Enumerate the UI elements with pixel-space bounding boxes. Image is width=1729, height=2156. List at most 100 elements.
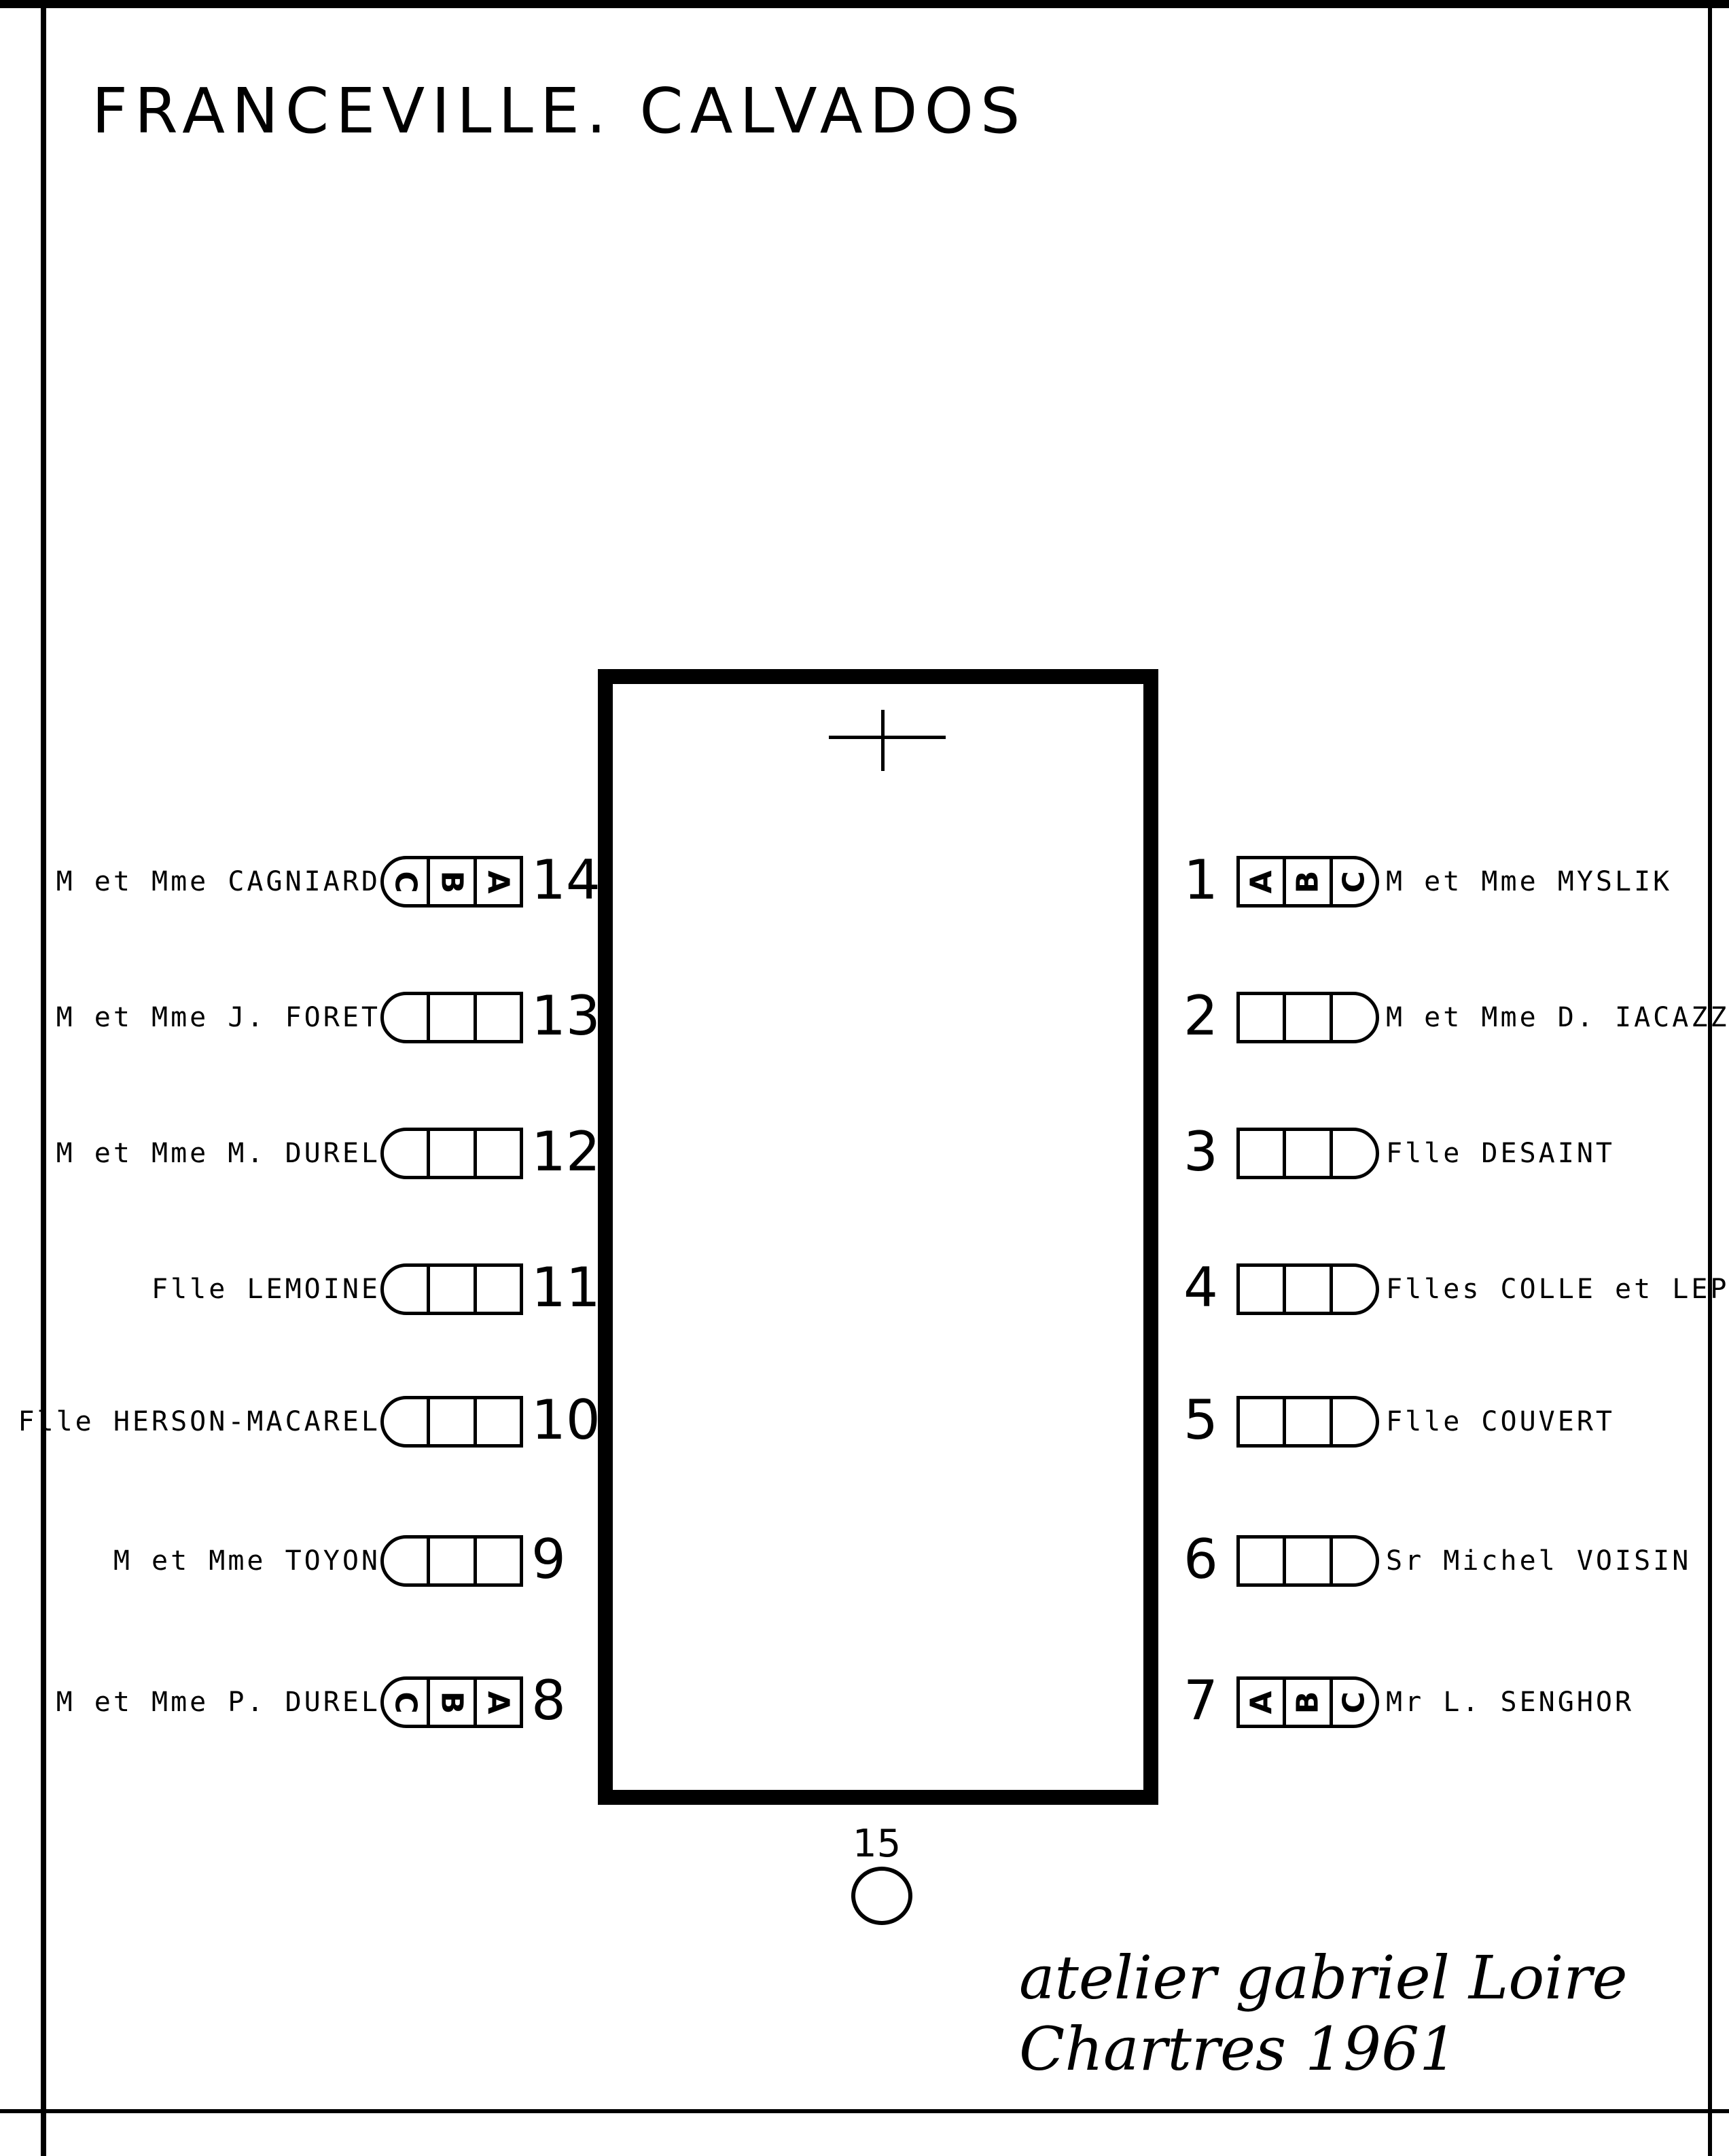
window-bay	[473, 995, 520, 1040]
frame-right-border	[1708, 0, 1712, 2156]
bay-label: C	[1336, 1691, 1372, 1714]
window-lancet-group	[380, 1128, 523, 1179]
window-bay	[1333, 1267, 1376, 1312]
window-bay	[1240, 1267, 1287, 1312]
window-lancet-group	[380, 1396, 523, 1448]
window-bay	[473, 1399, 520, 1444]
window-number: 8	[531, 1669, 566, 1732]
right-window-row: M et Mme D. IACAZZI 2	[0, 978, 1729, 1047]
window-bay: A	[473, 1680, 520, 1725]
window-bay	[473, 1539, 520, 1583]
window-lancet-group	[1236, 1535, 1379, 1587]
window-number: 5	[1183, 1388, 1218, 1452]
rear-oculus-window	[851, 1867, 912, 1925]
donor-name: M et Mme D. IACAZZI	[1386, 1002, 1729, 1033]
window-lancet-group	[380, 1535, 523, 1587]
window-bay: B	[427, 859, 473, 904]
window-number: 4	[1183, 1256, 1218, 1319]
window-bay	[1286, 1539, 1333, 1583]
window-number-15: 15	[853, 1822, 902, 1866]
window-bay	[1240, 1131, 1287, 1176]
window-bay	[427, 1131, 473, 1176]
donor-name: Flle DESAINT	[1386, 1138, 1615, 1169]
window-bay	[1333, 1131, 1376, 1176]
window-bay	[1286, 1131, 1333, 1176]
donor-name: M et Mme CAGNIARD	[56, 866, 380, 897]
window-bay	[427, 995, 473, 1040]
donor-name: Flle COUVERT	[1386, 1406, 1615, 1437]
window-bay	[1286, 1267, 1333, 1312]
window-number: 14	[531, 848, 601, 912]
bay-label: A	[1244, 869, 1279, 894]
donor-name: Mr L. SENGHOR	[1386, 1687, 1635, 1718]
altar-cross-icon-vertical	[881, 710, 885, 771]
window-bay: B	[427, 1680, 473, 1725]
window-bay	[427, 1399, 473, 1444]
window-lancet-group	[380, 992, 523, 1043]
window-bay	[1240, 1399, 1287, 1444]
window-number: 2	[1183, 984, 1218, 1047]
left-window-row: Flle HERSON-MACAREL 10	[0, 1382, 1729, 1452]
altar-cross-icon	[829, 736, 946, 739]
window-bay: A	[1240, 859, 1287, 904]
window-bay	[1240, 1539, 1287, 1583]
window-lancet-group	[1236, 1396, 1379, 1448]
donor-name: M et Mme J. FORET	[56, 1002, 380, 1033]
window-bay	[1333, 995, 1376, 1040]
window-number: 13	[531, 984, 601, 1047]
window-number: 10	[531, 1388, 601, 1452]
window-lancet-group	[1236, 1128, 1379, 1179]
bay-label: B	[1290, 1691, 1325, 1714]
right-window-row: Flle COUVERT 5	[0, 1382, 1729, 1452]
right-window-row: Flles COLLE et LEPETIT4	[0, 1250, 1729, 1319]
window-lancet-group	[1236, 992, 1379, 1043]
donor-name: Sr Michel VOISIN	[1386, 1545, 1692, 1577]
bay-label: A	[1244, 1690, 1279, 1714]
window-lancet-group	[380, 1263, 523, 1315]
window-bay: C	[1333, 859, 1376, 904]
signature-workshop: atelier gabriel Loire	[1019, 1943, 1628, 2013]
window-bay	[473, 1131, 520, 1176]
window-bay: B	[1286, 1680, 1333, 1725]
left-window-row: Flle LEMOINE 11	[0, 1250, 1729, 1319]
frame-top-border	[0, 0, 1729, 8]
donor-name: M et Mme TOYON	[113, 1545, 380, 1577]
window-number: 7	[1183, 1669, 1218, 1732]
window-number: 9	[531, 1528, 566, 1591]
nave-outline	[598, 669, 1158, 1805]
frame-bottom-line	[0, 2109, 1729, 2113]
window-number: 6	[1183, 1528, 1218, 1591]
window-number: 11	[531, 1256, 601, 1319]
left-window-row: M et Mme J. FORET 13	[0, 978, 1729, 1047]
bay-label: B	[1290, 870, 1325, 893]
window-bay	[1240, 995, 1287, 1040]
window-bay	[1333, 1539, 1376, 1583]
left-window-row: M et Mme TOYON 9	[0, 1522, 1729, 1591]
donor-name: Flle HERSON-MACAREL	[18, 1406, 380, 1437]
window-bay	[427, 1539, 473, 1583]
bay-label: C	[1336, 870, 1372, 893]
window-number: 12	[531, 1120, 601, 1183]
window-bay: A	[1240, 1680, 1287, 1725]
window-bay	[1333, 1399, 1376, 1444]
window-bay	[427, 1267, 473, 1312]
window-bay: B	[1286, 859, 1333, 904]
window-bay: A	[473, 859, 520, 904]
donor-name: M et Mme MYSLIK	[1386, 866, 1673, 897]
page-title: FRANCEVILLE. CALVADOS	[92, 75, 1027, 147]
window-bay	[1286, 1399, 1333, 1444]
window-bay	[473, 1267, 520, 1312]
donor-name: Flle LEMOINE	[151, 1274, 380, 1305]
signature-place-date: Chartres 1961	[1019, 2014, 1458, 2084]
window-number: 1	[1183, 848, 1218, 912]
right-window-row: Sr Michel VOISIN 6	[0, 1522, 1729, 1591]
window-bay: C	[1333, 1680, 1376, 1725]
